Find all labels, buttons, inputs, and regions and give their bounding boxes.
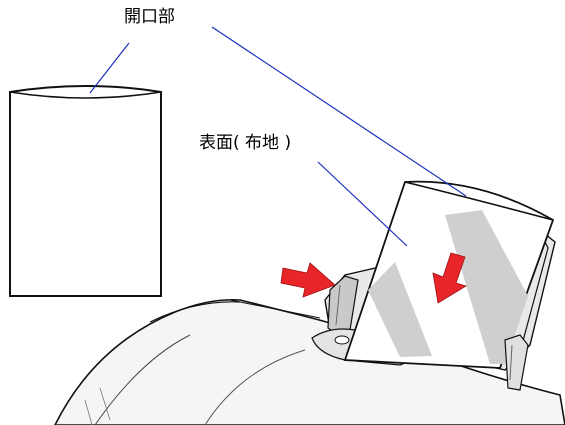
- printer-body: [54, 298, 565, 425]
- red-feed-arrow-down: [432, 252, 467, 304]
- label-opening: 開口部: [124, 7, 175, 27]
- shade-band-left: [368, 262, 432, 357]
- red-feed-arrow-right: [280, 262, 336, 298]
- leader-opening-right: [211, 26, 467, 197]
- sheet-opening-edge: [9, 91, 162, 99]
- loaded-sheet-opening-edge: [404, 181, 554, 221]
- power-button: [334, 335, 350, 345]
- leader-opening-left: [89, 42, 130, 94]
- leader-lines: [89, 26, 467, 247]
- fabric-sheet: [9, 85, 162, 297]
- shade-band-right: [445, 210, 528, 364]
- label-printable-surface: 表面( 布地 ): [199, 133, 292, 153]
- leader-surface: [317, 161, 408, 247]
- paper-support-right: [504, 334, 529, 391]
